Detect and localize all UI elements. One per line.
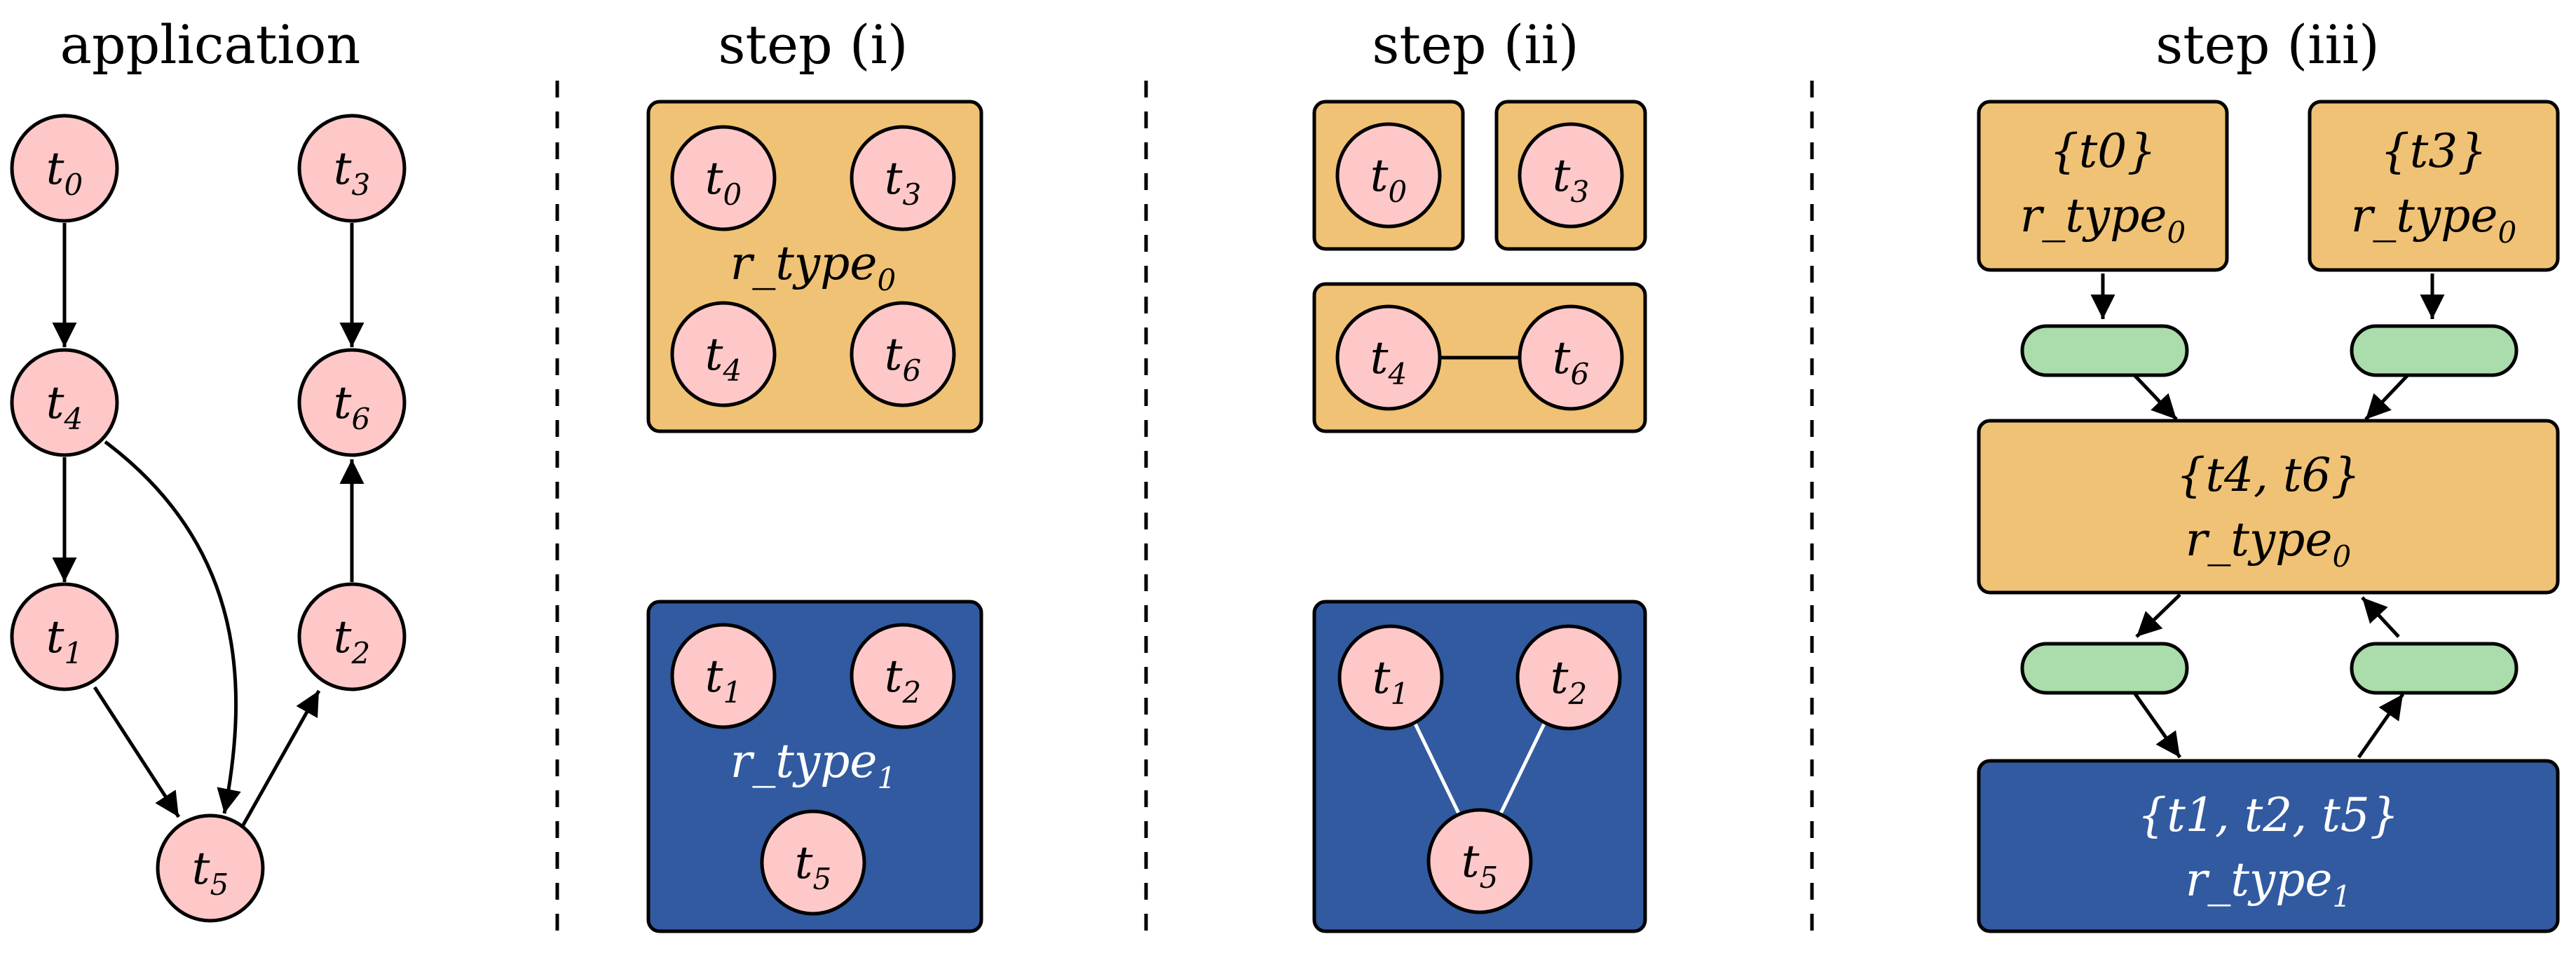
- group-label: {t1, t2, t5}: [2137, 788, 2399, 842]
- resource-type-label: r_type1: [730, 734, 896, 795]
- svg-text:t5: t5: [795, 837, 831, 896]
- channel-pill: [2350, 642, 2519, 695]
- resource-type-label: r_type0: [2186, 513, 2351, 574]
- group-label: {t0}: [2050, 124, 2157, 178]
- group-box-t4-t6: [1977, 419, 2560, 595]
- arrow-channel-to-t4t6: [2133, 374, 2178, 421]
- header-step-ii: step (ii): [1372, 13, 1579, 76]
- node-t3: t3: [850, 125, 956, 231]
- edge-t1-t5: [1412, 721, 1461, 816]
- node-t6: t6: [297, 348, 407, 457]
- group-box-t3: [2308, 100, 2560, 272]
- arrow-channel-to-t4t6: [2361, 596, 2400, 638]
- svg-text:t2: t2: [334, 611, 370, 670]
- svg-text:t0: t0: [46, 143, 83, 202]
- group-label: {t4, t6}: [2176, 448, 2361, 502]
- node-t2: t2: [297, 582, 407, 691]
- node-t6: t6: [850, 301, 956, 407]
- svg-text:t5: t5: [1461, 836, 1498, 895]
- group-label: {t3}: [2380, 124, 2488, 178]
- svg-text:t3: t3: [1553, 150, 1589, 209]
- svg-text:t2: t2: [1551, 652, 1587, 711]
- node-t5: t5: [1426, 808, 1533, 914]
- arrow-channel-to-t4t6: [2364, 374, 2409, 421]
- svg-text:t1: t1: [705, 651, 742, 710]
- channel-pill: [2020, 324, 2189, 377]
- node-t5: t5: [760, 809, 866, 916]
- header-step-i: step (i): [718, 13, 908, 76]
- node-t4: t4: [10, 348, 119, 457]
- svg-text:t0: t0: [1370, 150, 1407, 209]
- node-t6: t6: [1518, 304, 1624, 411]
- svg-text:t6: t6: [334, 377, 370, 436]
- svg-text:t1: t1: [46, 611, 83, 670]
- node-t1: t1: [670, 623, 777, 729]
- svg-text:t4: t4: [705, 329, 742, 388]
- channel-pill: [2350, 324, 2519, 377]
- node-t0: t0: [670, 125, 777, 231]
- group-box-t1-t2-t5: [1977, 759, 2560, 933]
- node-t2: t2: [1515, 624, 1622, 731]
- group-box-t0: [1977, 100, 2229, 272]
- node-t4: t4: [1335, 304, 1442, 411]
- svg-text:t5: t5: [192, 843, 229, 902]
- svg-text:t3: t3: [334, 143, 370, 202]
- step-i-panel: t0 t3 r_type0 t4 t6 t1 t2 r_type1 t5: [646, 100, 983, 933]
- resource-type-label: r_type0: [2020, 189, 2186, 250]
- edge-t4-t5: [104, 440, 241, 814]
- node-t4: t4: [670, 301, 777, 407]
- header-application: application: [60, 13, 361, 76]
- header-step-iii: step (iii): [2155, 13, 2380, 76]
- svg-text:t2: t2: [885, 651, 921, 710]
- application-graph: t0 t3 t4 t6 t1 t2 t5: [10, 114, 407, 923]
- resource-type-label: r_type0: [2351, 189, 2516, 250]
- arrow-t4t6-to-channel: [2135, 593, 2181, 638]
- svg-text:t3: t3: [885, 153, 921, 212]
- svg-text:t4: t4: [1370, 332, 1407, 391]
- resource-type-label: r_type0: [730, 236, 896, 297]
- node-t5: t5: [156, 813, 265, 923]
- node-t2: t2: [850, 623, 956, 729]
- svg-text:t1: t1: [1372, 652, 1409, 711]
- svg-text:t0: t0: [705, 153, 742, 212]
- node-t3: t3: [297, 114, 407, 223]
- channel-pill: [2020, 642, 2189, 695]
- node-t3: t3: [1518, 122, 1624, 229]
- step-ii-panel: t0 t3 t4 t6 t1 t2 t5: [1312, 100, 1647, 933]
- arrow-channel-to-t1t2t5: [2132, 691, 2182, 759]
- edge-t5-t2: [240, 689, 321, 829]
- edge-t2-t5: [1498, 721, 1547, 816]
- edge-t1-t5: [93, 686, 181, 818]
- resource-type-label: r_type1: [2186, 853, 2351, 914]
- arrow-t1t2t5-to-channel: [2357, 693, 2405, 759]
- step-iii-panel: {t0} r_type0 {t3} r_type0 {t4, t6} r_typ…: [1977, 100, 2560, 933]
- svg-text:t6: t6: [885, 329, 921, 388]
- node-t1: t1: [1337, 624, 1444, 731]
- node-t0: t0: [10, 114, 119, 223]
- svg-text:t4: t4: [46, 377, 83, 436]
- node-t1: t1: [10, 582, 119, 691]
- svg-text:t6: t6: [1553, 332, 1589, 391]
- node-t0: t0: [1335, 122, 1442, 229]
